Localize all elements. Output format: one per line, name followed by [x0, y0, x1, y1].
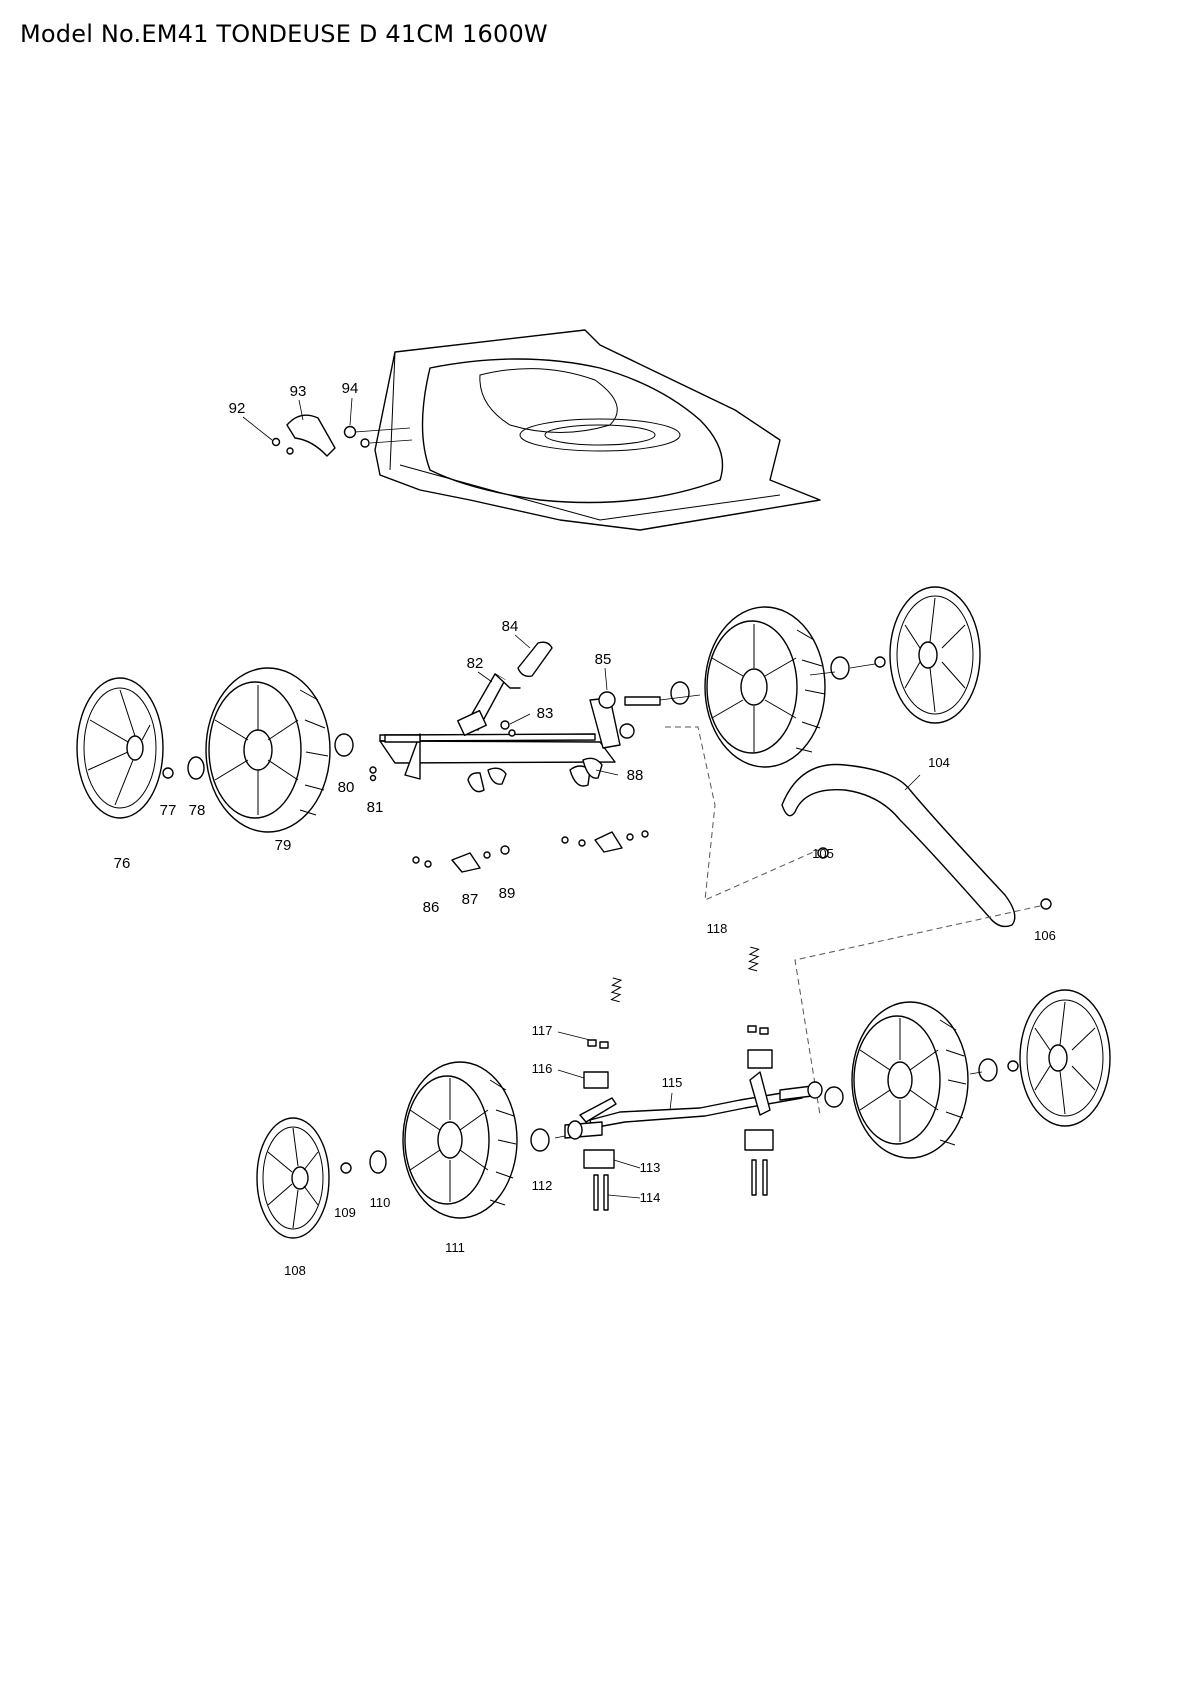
callout-84: 84 [502, 618, 519, 635]
callout-113: 113 [640, 1160, 661, 1175]
dashed-link-upper [665, 726, 819, 901]
callout-leaders [242, 397, 921, 1199]
wheel-rear-right [851, 1001, 969, 1159]
hubcap-rear-right [1019, 989, 1111, 1127]
nut-77 [162, 767, 174, 779]
bearing-front-right-outer [830, 656, 850, 680]
callout-94: 94 [342, 380, 359, 397]
hubcap-front-right [889, 586, 981, 724]
mower-deck [374, 329, 821, 531]
wheel-rear-left [402, 1061, 518, 1219]
nut-109 [340, 1162, 352, 1174]
bearing-110 [369, 1150, 387, 1174]
callout-88: 88 [627, 767, 644, 784]
nut-front-right [874, 656, 886, 668]
wheel-front-left [205, 667, 331, 833]
callout-110: 110 [370, 1195, 391, 1210]
hubcap-rear-left [256, 1117, 330, 1239]
callout-87: 87 [462, 891, 479, 908]
bearing-80 [334, 733, 354, 757]
bearing-78 [187, 756, 205, 780]
callout-114: 114 [640, 1190, 661, 1205]
callout-86: 86 [423, 899, 440, 916]
callout-109: 109 [334, 1205, 356, 1220]
callout-104: 104 [928, 755, 950, 770]
callout-105: 105 [812, 846, 834, 861]
callout-76: 76 [114, 855, 131, 872]
callout-77: 77 [160, 802, 177, 819]
bearing-112 [530, 1128, 550, 1152]
callout-92: 92 [229, 400, 246, 417]
nut-rear-right [1007, 1060, 1019, 1072]
callout-117: 117 [532, 1023, 553, 1038]
callout-108: 108 [284, 1263, 306, 1278]
bearing-rear-right-inner [824, 1086, 844, 1108]
bearing-front-right [670, 681, 690, 705]
callout-labels: 92 93 94 84 82 85 83 88 76 77 78 79 80 8… [114, 380, 1056, 1278]
callout-115: 115 [662, 1075, 683, 1090]
callout-79: 79 [275, 837, 292, 854]
callout-106: 106 [1034, 928, 1056, 943]
callout-112: 112 [532, 1178, 553, 1193]
callout-81: 81 [367, 799, 384, 816]
callout-93: 93 [290, 383, 307, 400]
callout-118: 118 [707, 921, 728, 936]
callout-80: 80 [338, 779, 355, 796]
handle-bar-104 [781, 763, 1052, 928]
page-title: Model No.EM41 TONDEUSE D 41CM 1600W [20, 20, 548, 48]
dashed-link-lower [794, 905, 1041, 1116]
front-axle-assembly [369, 641, 661, 873]
callout-111: 111 [445, 1240, 465, 1255]
wheel-front-right [704, 606, 826, 768]
callout-78: 78 [189, 802, 206, 819]
rear-axle-assembly [564, 946, 823, 1211]
callout-89: 89 [499, 885, 516, 902]
callout-83: 83 [537, 705, 554, 722]
bearing-rear-right-outer [978, 1058, 998, 1082]
hubcap-front-left [76, 677, 164, 819]
callout-116: 116 [532, 1061, 553, 1076]
callout-82: 82 [467, 655, 484, 672]
callout-85: 85 [595, 651, 612, 668]
deck-hinge-parts [271, 414, 413, 457]
